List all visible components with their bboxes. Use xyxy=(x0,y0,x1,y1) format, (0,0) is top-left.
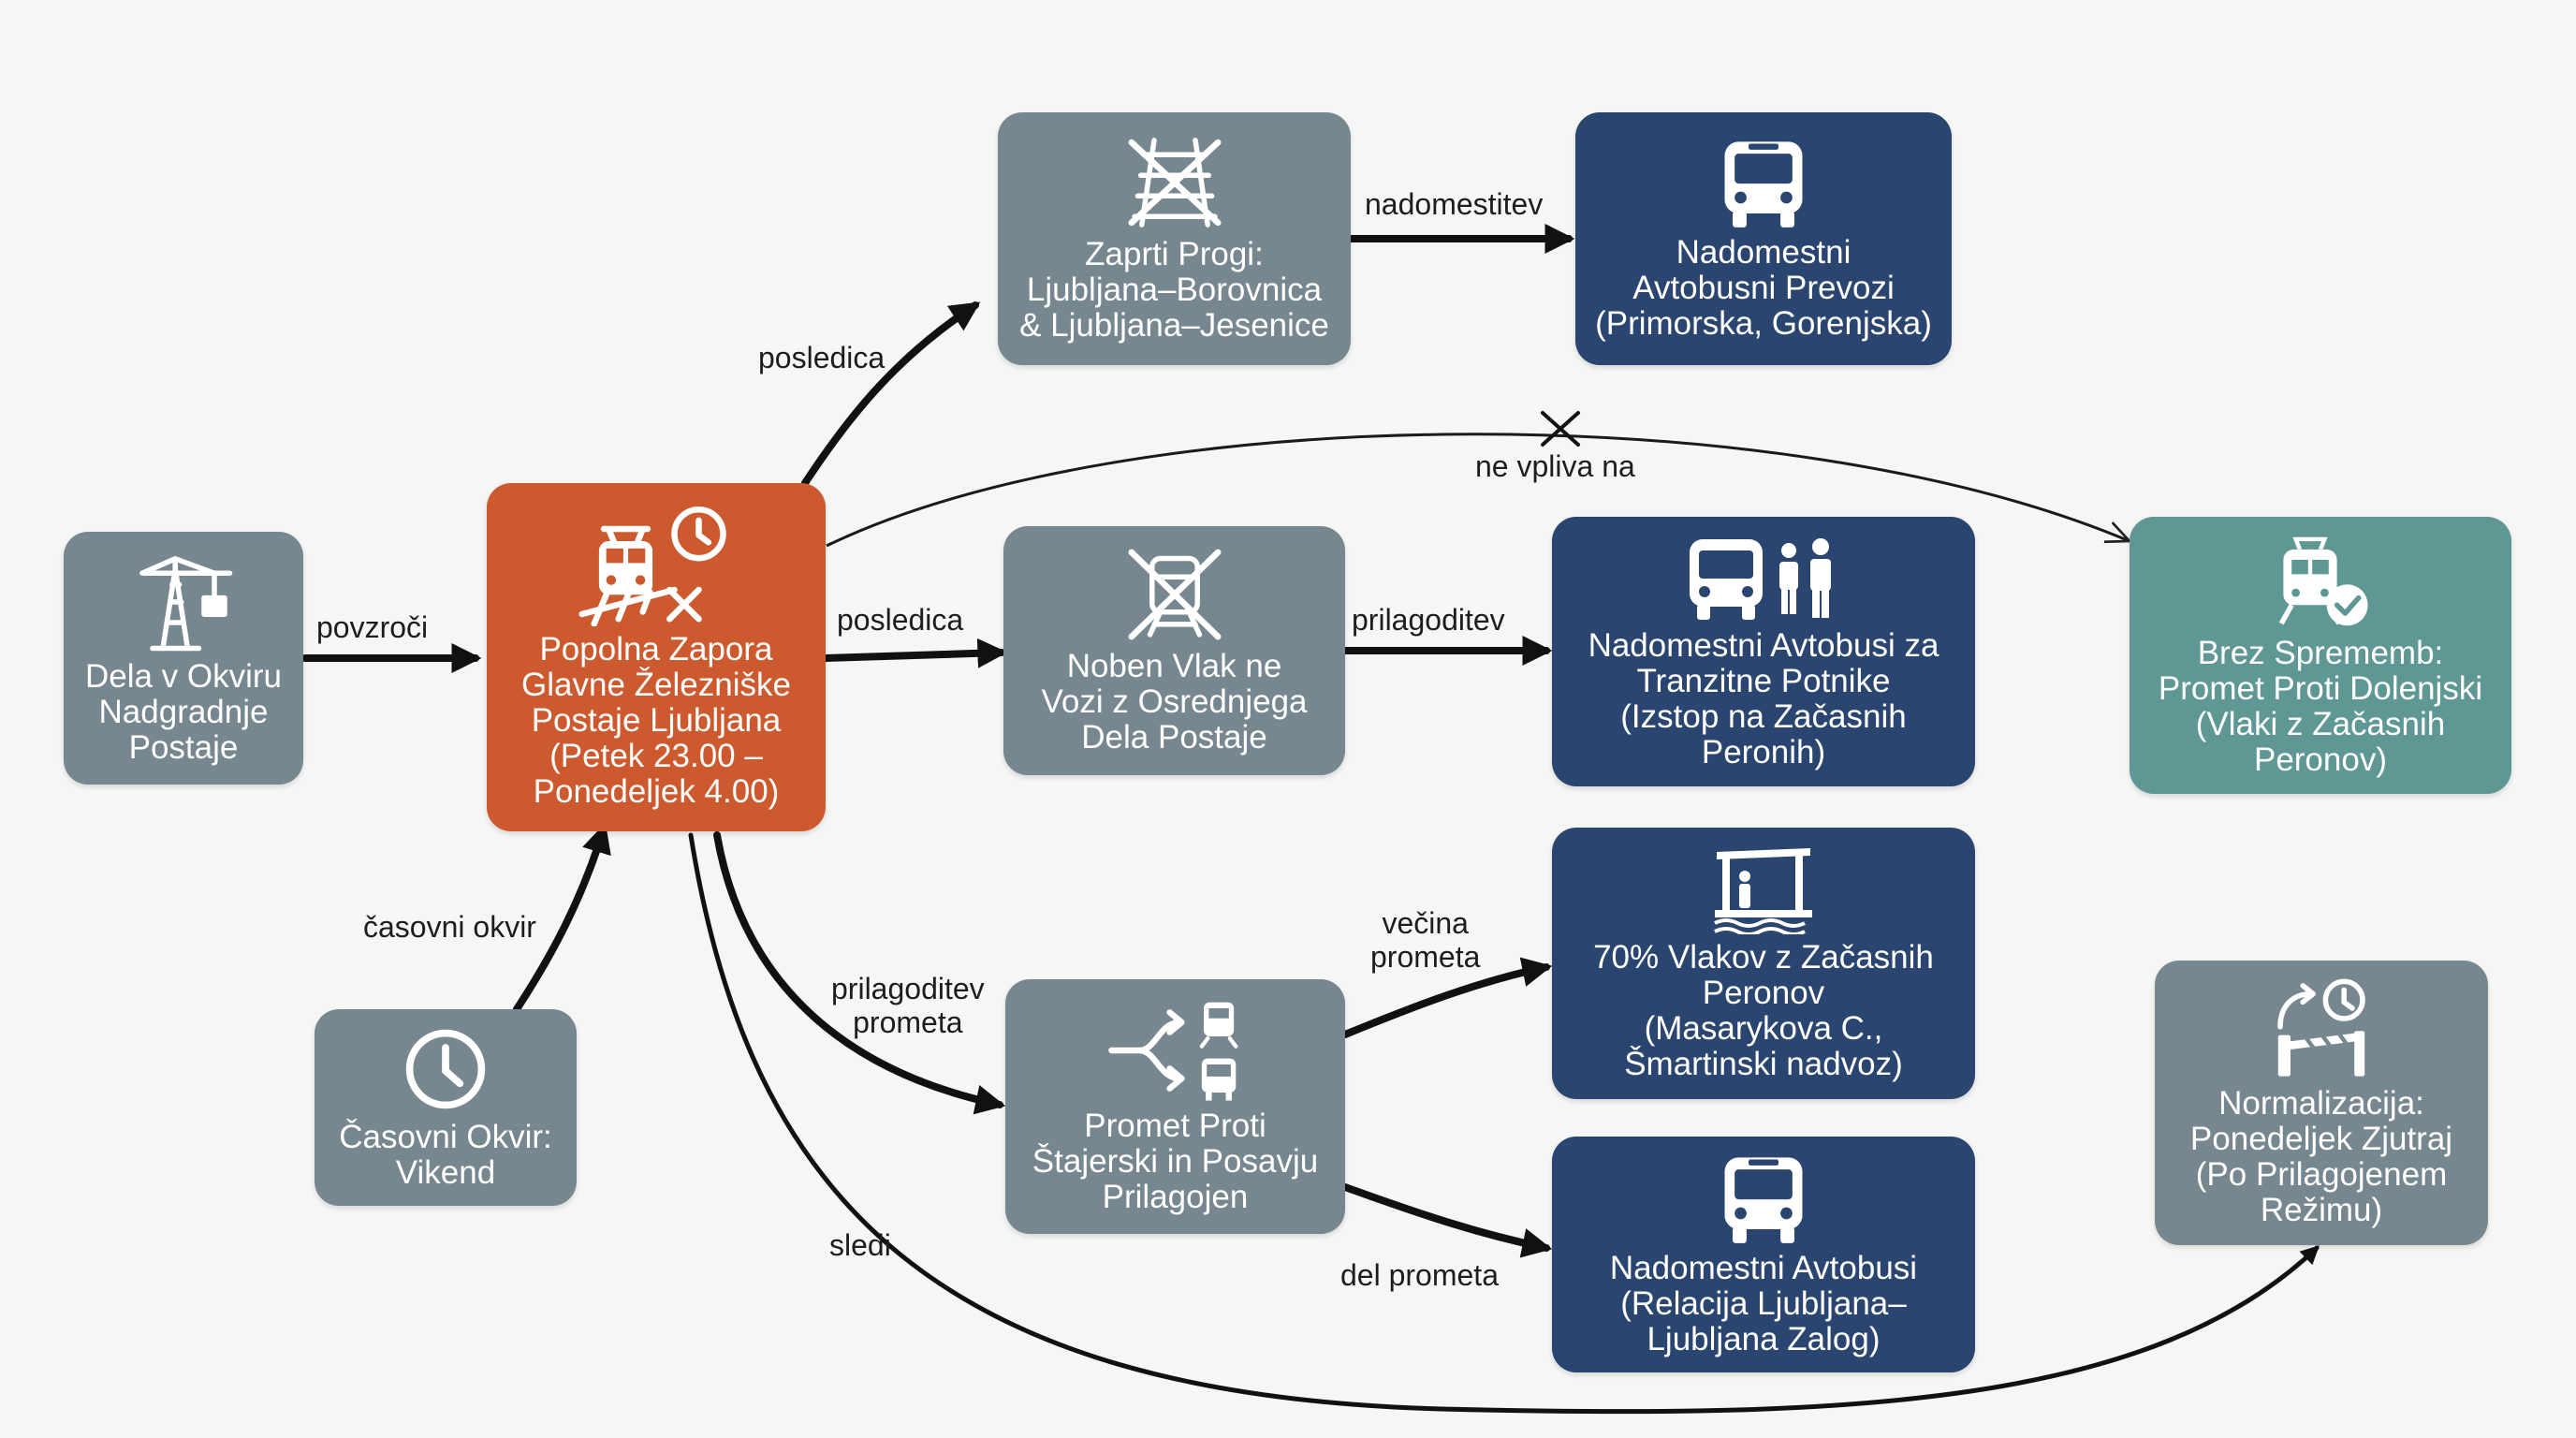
split-train-bus-icon xyxy=(1107,1002,1237,1101)
node-normal-label: Normalizacija: Ponedeljek Zjutraj (Po Pr… xyxy=(2189,1085,2453,1228)
edge-posledica-mid xyxy=(822,638,1008,668)
node-brez-sprememb: Brez Sprememb: Promet Proti Dolenjski (V… xyxy=(2130,517,2511,794)
edge-label-del-prometa: del prometa xyxy=(1340,1258,1499,1292)
no-train-icon xyxy=(1128,549,1221,640)
edge-ne-vpliva xyxy=(826,433,2130,548)
node-dela-label: Dela v Okviru Nadgradnje Postaje xyxy=(84,658,283,766)
clock-icon xyxy=(405,1029,486,1109)
node-zaprti-progi: Zaprti Progi: Ljubljana–Borovnica & Ljub… xyxy=(998,112,1351,365)
node-tranzit-label: Nadomestni Avtobusi za Tranzitne Potnike… xyxy=(1588,627,1939,770)
node-noben-label: Noben Vlak ne Vozi z Osrednjega Dela Pos… xyxy=(1041,648,1308,756)
node-promet-label: Promet Proti Štajerski in Posavju Prilag… xyxy=(1032,1108,1319,1215)
node-bus-tranzit: Nadomestni Avtobusi za Tranzitne Potnike… xyxy=(1552,517,1975,786)
edge-label-posledica-top: posledica xyxy=(758,341,886,374)
edge-vecina xyxy=(1341,957,1553,1038)
edge-prilagoditev-prometa xyxy=(713,831,1006,1115)
edge-label-prilagoditev: prilagoditev xyxy=(1352,603,1505,637)
barrier-clock-icon xyxy=(2277,978,2365,1077)
node-zacasni-peroni: 70% Vlakov z Začasnih Peronov (Masarykov… xyxy=(1552,828,1975,1099)
node-casovni-okvir: Časovni Okvir: Vikend xyxy=(315,1009,577,1206)
edge-sledi xyxy=(688,832,2320,1415)
edge-label-vecina: večina prometa xyxy=(1370,906,1481,974)
edge-del-prometa xyxy=(1341,1183,1553,1258)
node-promet-stajerski: Promet Proti Štajerski in Posavju Prilag… xyxy=(1005,979,1345,1234)
train-closed-clock-icon xyxy=(578,506,726,626)
no-effect-cross-icon xyxy=(1541,411,1580,447)
node-zaprti-label: Zaprti Progi: Ljubljana–Borovnica & Ljub… xyxy=(1019,236,1329,344)
node-peroni-label: 70% Vlakov z Začasnih Peronov (Masarykov… xyxy=(1593,939,1934,1082)
closed-track-icon xyxy=(1128,138,1221,227)
node-vikend-label: Časovni Okvir: Vikend xyxy=(339,1119,552,1191)
edge-label-prilagoditev-prometa: prilagoditev prometa xyxy=(831,972,985,1039)
node-bus-zalog: Nadomestni Avtobusi (Relacija Ljubljana–… xyxy=(1552,1137,1975,1372)
bus-passengers-icon xyxy=(1690,538,1831,620)
edge-label-sledi: sledi xyxy=(829,1228,891,1262)
edge-label-casovni-okvir: časovni okvir xyxy=(363,910,536,944)
node-normalizacija: Normalizacija: Ponedeljek Zjutraj (Po Pr… xyxy=(2155,961,2488,1245)
node-zapora-label: Popolna Zapora Glavne Železniške Postaje… xyxy=(521,631,791,810)
crane-icon xyxy=(139,556,233,652)
node-dela-v-okviru: Dela v Okviru Nadgradnje Postaje xyxy=(64,532,303,785)
node-bus-zalog-label: Nadomestni Avtobusi (Relacija Ljubljana–… xyxy=(1609,1250,1918,1357)
node-bus-prim-label: Nadomestni Avtobusni Prevozi (Primorska,… xyxy=(1595,234,1932,342)
node-noben-vlak: Noben Vlak ne Vozi z Osrednjega Dela Pos… xyxy=(1003,526,1345,775)
node-bus-primorska: Nadomestni Avtobusni Prevozi (Primorska,… xyxy=(1575,112,1952,365)
edge-label-posledica-mid: posledica xyxy=(837,603,964,637)
train-check-icon xyxy=(2278,536,2368,626)
edge-label-povzroci: povzroči xyxy=(316,610,429,644)
edge-posledica-top xyxy=(801,301,981,487)
bus-icon xyxy=(1724,1157,1803,1243)
edge-label-ne-vpliva: ne vpliva na xyxy=(1475,449,1635,483)
node-brez-label: Brez Sprememb: Promet Proti Dolenjski (V… xyxy=(2158,635,2483,778)
edge-casovni-okvir xyxy=(513,822,611,1013)
bus-icon xyxy=(1724,141,1803,227)
edge-label-nadomestitev: nadomestitev xyxy=(1365,187,1544,221)
platform-icon xyxy=(1714,848,1812,934)
node-popolna-zapora: Popolna Zapora Glavne Železniške Postaje… xyxy=(487,483,826,831)
